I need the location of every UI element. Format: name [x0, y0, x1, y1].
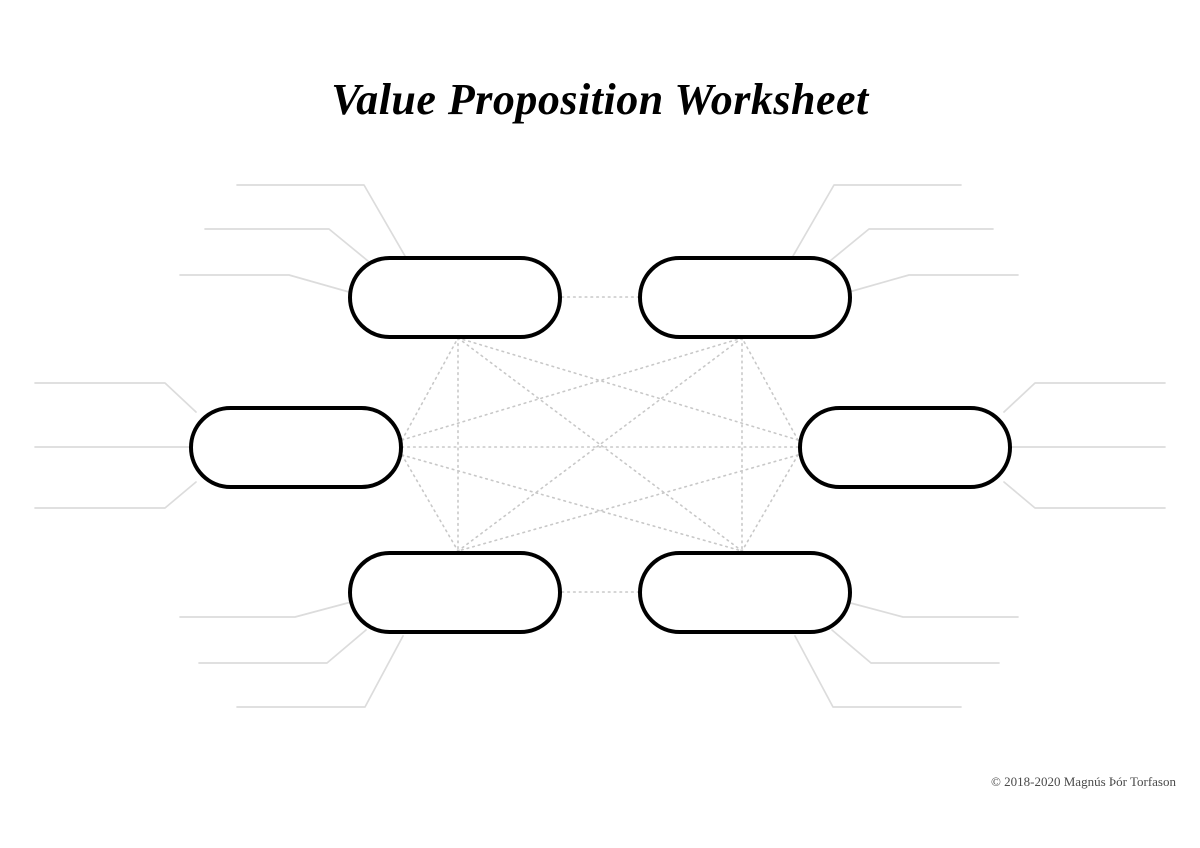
leader-line-bottom-right-1[interactable]	[842, 600, 1019, 618]
box-top-left[interactable]	[348, 256, 562, 339]
box-layer	[189, 256, 1012, 634]
box-middle-left[interactable]	[189, 406, 403, 489]
connector-middle-left-to-bottom-left	[401, 454, 459, 552]
leader-line-bottom-left-1[interactable]	[179, 600, 356, 618]
leader-line-bottom-left-3[interactable]	[236, 635, 404, 708]
leader-line-top-right-2[interactable]	[829, 228, 994, 262]
leader-line-middle-left-1[interactable]	[34, 382, 197, 413]
leader-line-bottom-right-2[interactable]	[831, 629, 1000, 664]
box-bottom-left[interactable]	[348, 551, 562, 634]
connector-middle-left-to-bottom-right	[401, 454, 743, 552]
box-middle-right[interactable]	[798, 406, 1012, 489]
connector-middle-right-to-top-right	[741, 337, 799, 441]
box-top-right[interactable]	[638, 256, 852, 339]
leader-line-bottom-left-2[interactable]	[198, 629, 367, 664]
leader-line-layer	[34, 184, 1166, 708]
leader-line-middle-right-1[interactable]	[1003, 382, 1166, 413]
connector-middle-left-to-top-right	[401, 337, 743, 441]
leader-line-top-right-1[interactable]	[792, 184, 962, 257]
leader-line-middle-right-3[interactable]	[1003, 481, 1166, 509]
connector-layer	[401, 296, 799, 593]
leader-line-bottom-right-3[interactable]	[794, 635, 962, 708]
connector-middle-right-to-bottom-left	[457, 454, 799, 552]
connector-middle-right-to-bottom-right	[741, 454, 799, 552]
connector-top-right-to-bottom-left	[457, 337, 743, 552]
leader-line-top-left-2[interactable]	[204, 228, 369, 262]
leader-line-top-right-3[interactable]	[848, 274, 1019, 293]
page-title: Value Proposition Worksheet	[331, 75, 869, 124]
copyright-notice: © 2018-2020 Magnús Þór Torfason	[991, 774, 1176, 789]
connector-middle-left-to-top-left	[401, 337, 459, 441]
box-bottom-right[interactable]	[638, 551, 852, 634]
connector-top-left-to-bottom-right	[457, 337, 743, 552]
leader-line-top-left-3[interactable]	[179, 274, 350, 293]
leader-line-middle-left-3[interactable]	[34, 481, 197, 509]
leader-line-top-left-1[interactable]	[236, 184, 406, 257]
connector-middle-right-to-top-left	[457, 337, 799, 441]
